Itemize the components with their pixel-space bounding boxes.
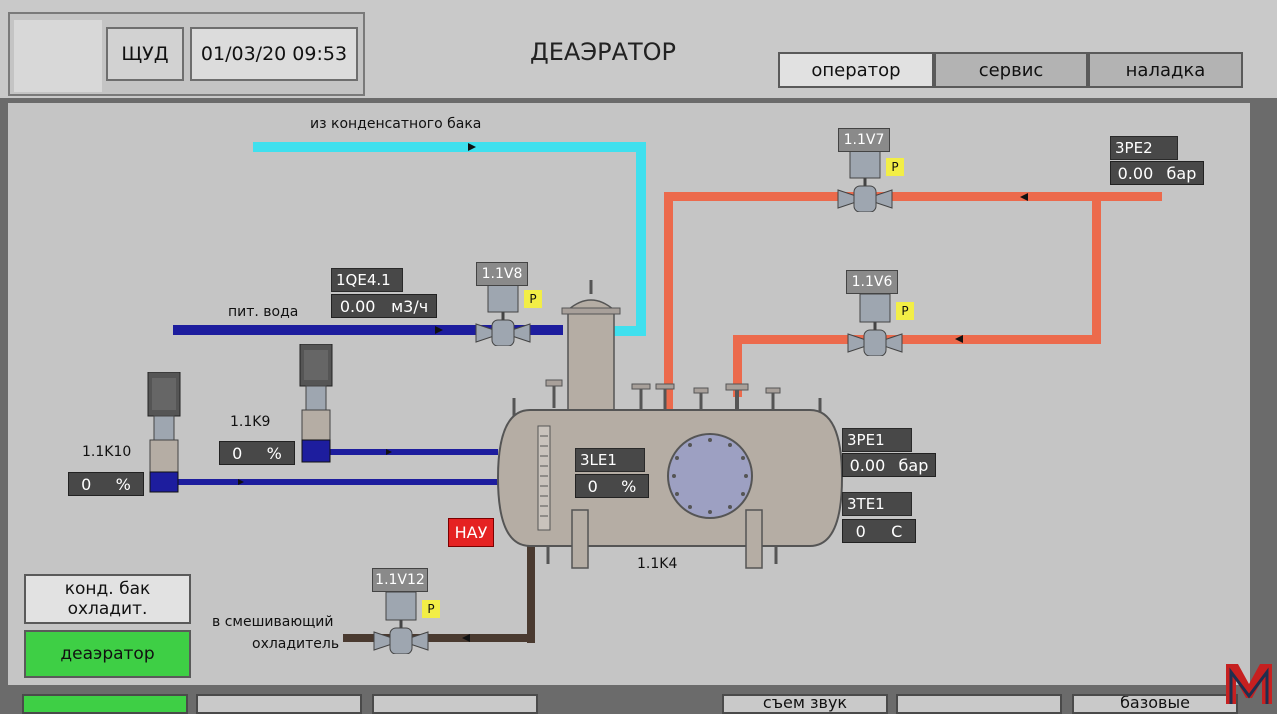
valve-v8-mode-badge: P [524, 290, 542, 308]
pe1-value: 0.00 [849, 455, 886, 475]
te1-value-display: 0 C [842, 519, 916, 543]
condensate-source-label: из конденсатного бака [310, 116, 482, 132]
valve-v7-icon[interactable] [836, 150, 894, 212]
le1-tag: 3LE1 [575, 448, 645, 472]
base-button[interactable]: базовые [1072, 694, 1238, 714]
pe2-value: 0.00 [1117, 163, 1154, 183]
steam-pipe-right [1092, 192, 1101, 342]
pe1-tag: 3PE1 [842, 428, 912, 452]
pump-k10-discharge-pipe [178, 479, 498, 485]
pump-k9-icon[interactable] [296, 344, 336, 464]
alarm-indicator[interactable]: НАУ [448, 518, 494, 547]
qe41-tag: 1QE4.1 [331, 268, 403, 292]
brand-logo-icon [1226, 664, 1272, 704]
te1-unit: C [891, 521, 903, 541]
pe2-tag: 3PE2 [1110, 136, 1178, 160]
valve-v8-icon[interactable] [474, 284, 532, 346]
tab-service[interactable]: сервис [934, 52, 1088, 88]
deaerator-button[interactable]: деаэратор [24, 630, 191, 678]
valve-v12-label[interactable]: 1.1V12 [372, 568, 428, 592]
pe2-unit: бар [1166, 163, 1197, 183]
valve-v7-mode-badge: P [886, 158, 904, 176]
valve-v12-mode-badge: P [422, 600, 440, 618]
le1-value-display: 0 % [575, 474, 649, 498]
tab-operator[interactable]: оператор [778, 52, 934, 88]
pump-k9-unit: % [266, 443, 282, 463]
bottom-button-5[interactable] [896, 694, 1062, 714]
tab-setup[interactable]: наладка [1088, 52, 1243, 88]
steam-pipe-mid [733, 335, 1101, 344]
pe1-value-display: 0.00 бар [842, 453, 936, 477]
cond-tank-button[interactable]: конд. бак охладит. [24, 574, 191, 624]
drain-pipe-vertical [527, 545, 535, 643]
bottom-button-3[interactable] [372, 694, 538, 714]
silence-sound-button[interactable]: съем звук [722, 694, 888, 714]
bottom-button-1[interactable] [22, 694, 188, 714]
datetime-display: 01/03/20 09:53 [190, 27, 358, 81]
mixing-cooler-label-1: в смешивающий [212, 614, 334, 630]
steam-pipe-top [664, 192, 1162, 201]
condensate-pipe-inlet [608, 326, 646, 336]
te1-tag: 3TE1 [842, 492, 912, 516]
pump-k10-unit: % [115, 474, 131, 494]
header-bar: ЩУД 01/03/20 09:53 ДЕАЭРАТОР оператор се… [0, 0, 1277, 98]
pe2-value-display: 0.00 бар [1110, 161, 1204, 185]
le1-value: 0 [587, 476, 598, 496]
valve-v6-mode-badge: P [896, 302, 914, 320]
valve-v6-label[interactable]: 1.1V6 [846, 270, 898, 294]
pump-k10-value-display: 0 % [68, 472, 144, 496]
pump-k10-label: 1.1K10 [82, 444, 132, 460]
valve-v6-icon[interactable] [846, 294, 904, 356]
pe1-unit: бар [898, 455, 929, 475]
mixing-cooler-label-2: охладитель [252, 636, 340, 652]
feed-water-label: пит. вода [228, 304, 299, 320]
valve-v8-label[interactable]: 1.1V8 [476, 262, 528, 286]
qe41-value: 0.00 [339, 296, 376, 316]
pump-k10-value: 0 [81, 474, 92, 494]
pump-k9-value-display: 0 % [219, 441, 295, 465]
te1-value: 0 [855, 521, 866, 541]
condensate-pipe-vertical [636, 142, 646, 336]
page-title: ДЕАЭРАТОР [530, 38, 677, 66]
pump-k9-discharge-pipe [330, 449, 498, 455]
steam-pipe-mid-down [733, 335, 742, 397]
qe41-value-display: 0.00 м3/ч [331, 294, 437, 318]
le1-unit: % [621, 476, 637, 496]
valve-v7-label[interactable]: 1.1V7 [838, 128, 890, 152]
qe41-unit: м3/ч [391, 296, 429, 316]
steam-pipe-down [664, 192, 673, 532]
pump-k9-value: 0 [232, 443, 243, 463]
logo-placeholder [14, 20, 102, 92]
drain-pipe-horizontal [343, 634, 535, 642]
valve-v12-icon[interactable] [372, 592, 430, 654]
deaerator-vessel [496, 280, 844, 569]
feed-water-pipe [173, 325, 563, 335]
panel-button[interactable]: ЩУД [106, 27, 184, 81]
condensate-pipe-horizontal [253, 142, 646, 152]
pump-k10-icon[interactable] [144, 372, 184, 494]
vessel-label: 1.1K4 [637, 556, 678, 572]
pump-k9-label: 1.1K9 [230, 414, 271, 430]
bottom-button-2[interactable] [196, 694, 362, 714]
